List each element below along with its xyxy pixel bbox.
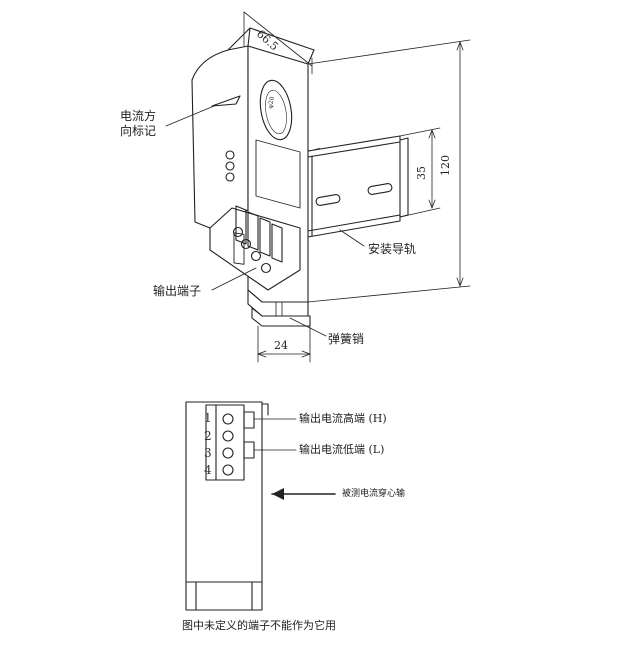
spring-pin-base: [247, 289, 311, 327]
label-current-direction-2: 向标记: [120, 124, 157, 138]
dim-height-120: 120: [439, 155, 452, 176]
label-output-terminal: 输出端子: [153, 284, 202, 298]
label-mounting-rail: 安装导轨: [368, 242, 417, 256]
terminal-number-2: 2: [204, 429, 212, 443]
label-measured-wire: 被测电流穿心输: [342, 489, 406, 499]
label-output-low: 输出电流低端 (L): [299, 443, 385, 456]
terminal-screw-1: [232, 226, 244, 238]
terminal-number-4: 4: [204, 463, 212, 477]
rail-slot-left: [315, 194, 341, 206]
sensor-isometric-view: [165, 11, 471, 363]
terminal-screw-3: [250, 250, 262, 262]
indicator-dot-3: [225, 172, 235, 182]
dimension-lines: [243, 11, 471, 363]
terminal-screw-2: [222, 430, 234, 442]
label-output-high: 输出电流高端 (H): [299, 412, 387, 425]
label-spring-pin: 弹簧销: [328, 332, 365, 346]
din-rail: [301, 135, 409, 239]
label-current-direction-1: 电流方: [120, 109, 157, 123]
terminal-screw-1: [222, 413, 234, 425]
indicator-dot-1: [225, 150, 235, 160]
rail-slot-right: [367, 183, 393, 195]
terminal-screw-3: [222, 447, 234, 459]
leader-lines: [165, 105, 365, 337]
dim-rail-35: 35: [415, 166, 428, 180]
direction-arrow-mark: [211, 95, 241, 107]
dim-depth-24: 24: [274, 339, 288, 352]
terminal-number-1: 1: [204, 411, 212, 425]
indicator-dot-2: [225, 161, 235, 171]
sensor-front-view: [185, 401, 336, 611]
through-hole: [259, 79, 293, 141]
terminal-screw-4: [260, 262, 272, 274]
terminal-block: [209, 205, 301, 291]
footnote: 图中未定义的端子不能作为它用: [182, 619, 336, 632]
terminal-number-3: 3: [204, 446, 212, 460]
terminal-screw-2: [240, 238, 252, 250]
terminal-screw-4: [222, 464, 234, 476]
